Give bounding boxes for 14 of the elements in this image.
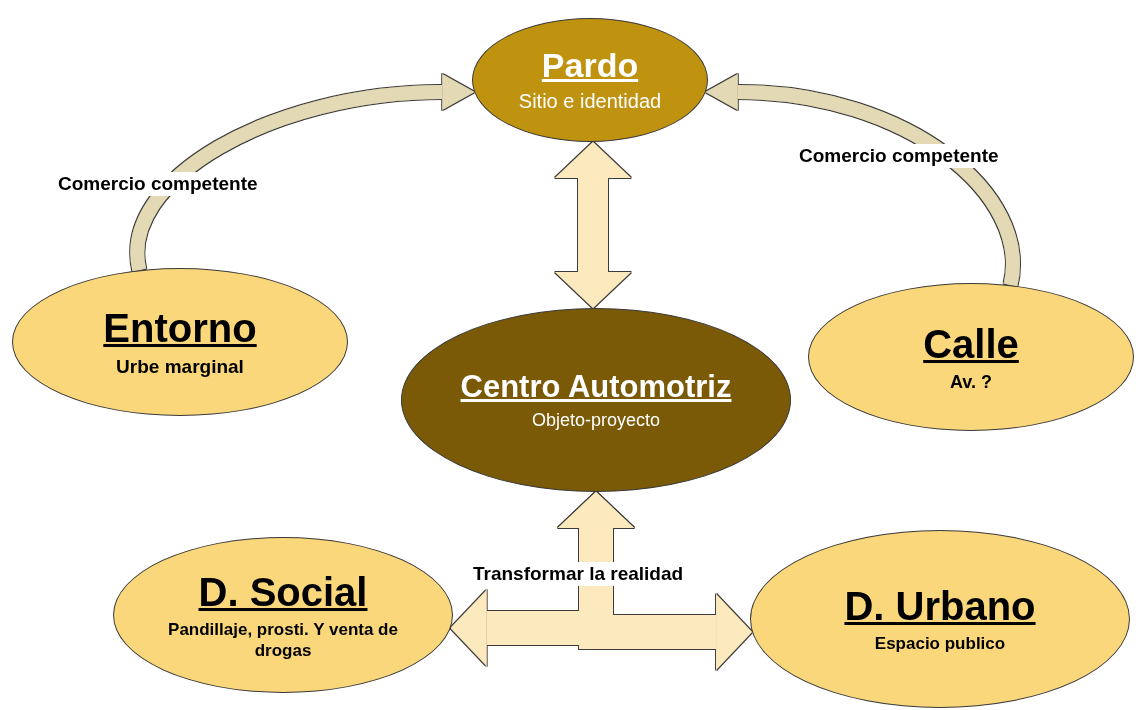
node-heading: D. Urbano bbox=[844, 583, 1036, 630]
block-arrow bbox=[558, 492, 753, 670]
node-subtitle: Urbe marginal bbox=[116, 355, 244, 379]
node-subtitle: Pandillaje, prosti. Y venta de drogas bbox=[167, 618, 399, 662]
node-subtitle: Objeto-proyecto bbox=[531, 408, 661, 432]
node-subtitle: Espacio publico bbox=[874, 633, 1006, 655]
block-arrow bbox=[555, 142, 631, 308]
node-heading: Centro Automotriz bbox=[460, 368, 732, 405]
node-heading: D. Social bbox=[198, 568, 368, 615]
node-subtitle: Sitio e identidad bbox=[518, 89, 662, 115]
node-heading: Calle bbox=[923, 320, 1019, 367]
node-subtitle: Av. ? bbox=[950, 370, 992, 394]
node-heading: Entorno bbox=[103, 305, 257, 352]
node-heading: Pardo bbox=[541, 45, 639, 86]
